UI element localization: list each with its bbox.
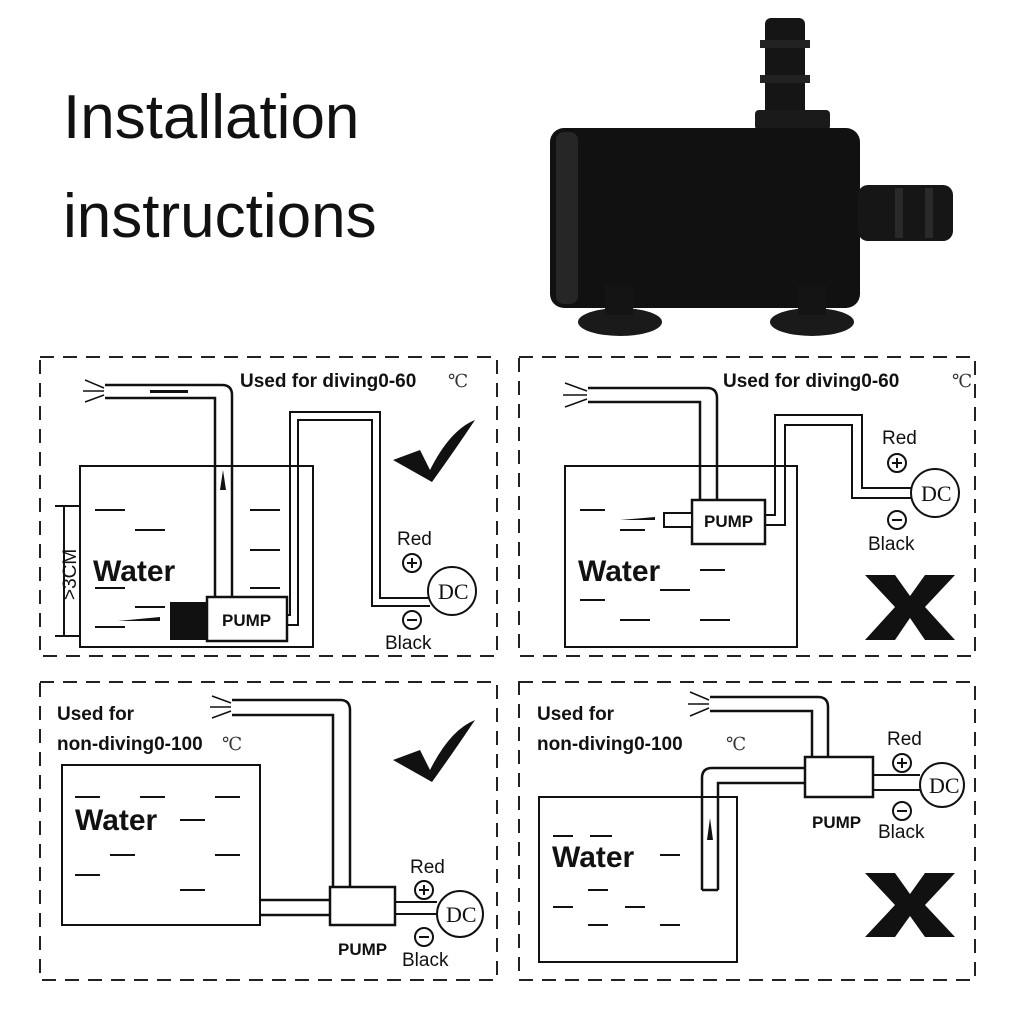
pump-photo	[550, 18, 953, 336]
panel-4-water-label: Water	[552, 841, 635, 874]
panel-2-dc: DC	[921, 481, 952, 506]
x-icon	[865, 575, 955, 640]
panel-3-red: Red	[410, 857, 445, 878]
panel-4-caption-2: non-diving0-100	[537, 734, 683, 755]
panel-3-unit: ℃	[222, 734, 242, 755]
panel-3-caption-2: non-diving0-100	[57, 734, 203, 755]
plus-icon	[887, 453, 907, 473]
panel-non-diving-correct: Used for non-diving0-100 ℃ Water PUMP DC…	[39, 681, 498, 981]
panel-3-dc: DC	[446, 902, 477, 927]
x-icon	[865, 873, 955, 937]
depth-marker: >3CM	[55, 505, 81, 637]
panel-4-black: Black	[878, 822, 925, 843]
panel-4-pump-label: PUMP	[812, 813, 861, 832]
title-line-2: instructions	[63, 182, 377, 251]
panel-non-diving-wrong: Used for non-diving0-100 ℃ Water PUMP DC…	[518, 681, 976, 981]
panel-1-water-label: Water	[93, 555, 176, 588]
minus-icon	[402, 610, 422, 630]
check-icon	[393, 420, 475, 482]
minus-icon	[887, 510, 907, 530]
panel-3-caption-1: Used for	[57, 704, 135, 725]
spray-icon	[83, 379, 105, 403]
panel-1-caption: Used for diving0-60	[240, 371, 416, 392]
panel-4-unit: ℃	[726, 734, 746, 755]
svg-text:>3CM: >3CM	[60, 549, 81, 600]
check-icon	[393, 720, 475, 782]
panel-4-caption-1: Used for	[537, 704, 615, 725]
panel-1-unit: ℃	[448, 371, 468, 392]
panel-1-black: Black	[385, 633, 432, 654]
panel-3-black: Black	[402, 950, 449, 971]
panel-2-red: Red	[882, 428, 917, 449]
panel-1-pump-label: PUMP	[222, 611, 271, 630]
panel-2-water-label: Water	[578, 555, 661, 588]
panel-3-pump-label: PUMP	[338, 940, 387, 959]
panel-diving-correct: Used for diving0-60 ℃ Water PUMP DC Red …	[39, 356, 498, 657]
panel-3-water-label: Water	[75, 804, 158, 837]
panel-2-black: Black	[868, 534, 915, 555]
plus-icon	[414, 880, 434, 900]
panel-2-caption: Used for diving0-60	[723, 371, 899, 392]
minus-icon	[892, 801, 912, 821]
panel-diving-wrong: Used for diving0-60 ℃ Water PUMP DC Red …	[518, 356, 976, 657]
plus-icon	[892, 753, 912, 773]
panel-2-unit: ℃	[952, 371, 972, 392]
minus-icon	[414, 927, 434, 947]
panel-4-dc: DC	[929, 773, 960, 798]
panel-1-dc: DC	[438, 579, 469, 604]
panel-4-red: Red	[887, 729, 922, 750]
plus-icon	[402, 553, 422, 573]
panel-2-pump-label: PUMP	[704, 512, 753, 531]
title-line-1: Installation	[63, 83, 359, 152]
panel-1-red: Red	[397, 529, 432, 550]
